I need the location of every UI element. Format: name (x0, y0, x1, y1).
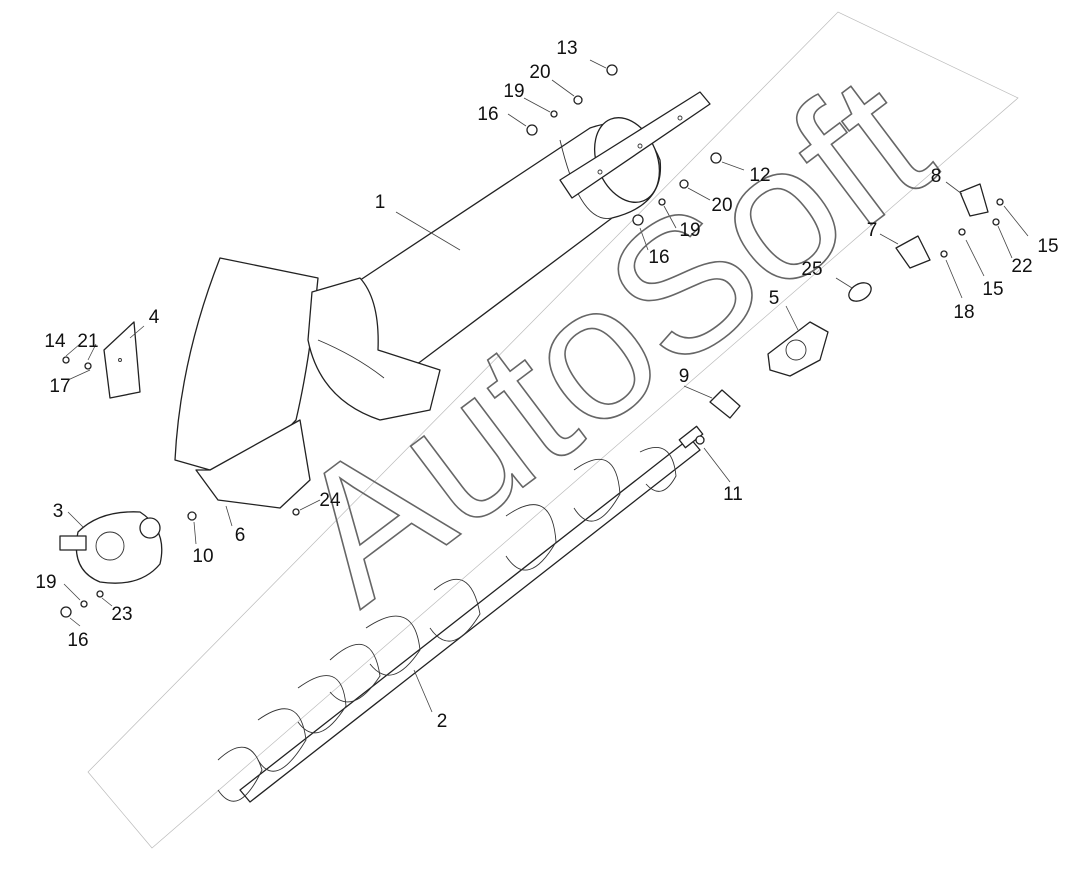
callout-15-a: 15 (1037, 236, 1058, 257)
callout-19-a: 19 (503, 81, 524, 102)
callout-7: 7 (867, 220, 878, 241)
callout-20-b: 20 (711, 195, 732, 216)
callout-14: 14 (44, 331, 66, 352)
nut-16c-icon (60, 606, 72, 618)
callout-1: 1 (375, 192, 386, 213)
callout-25: 25 (801, 259, 822, 280)
bolt-12-icon (710, 152, 722, 164)
callout-16-a: 16 (477, 104, 498, 125)
callout-11: 11 (723, 484, 743, 505)
callout-24: 24 (319, 490, 341, 511)
callout-16-b: 16 (648, 247, 669, 268)
callout-22: 22 (1011, 256, 1032, 277)
nut-15-icon (996, 198, 1004, 206)
callout-12: 12 (749, 165, 770, 186)
callout-23: 23 (111, 604, 132, 625)
washer-20-icon (573, 95, 583, 105)
washer-19-icon (550, 110, 558, 118)
callout-13: 13 (556, 38, 577, 59)
callout-10: 10 (192, 546, 213, 567)
part-9-plate (709, 389, 741, 419)
callout-17: 17 (49, 376, 70, 397)
washer-19b-icon (658, 198, 666, 206)
pin-24-icon (292, 508, 300, 516)
callout-19-b: 19 (679, 220, 700, 241)
callout-9: 9 (679, 366, 690, 387)
assembly-frame (87, 11, 1019, 849)
part-3-gearbox (59, 511, 163, 584)
part-25-seal (848, 282, 872, 302)
fasteners (60, 64, 1004, 618)
top-bracket-strip (559, 91, 711, 199)
nut-16-icon (526, 124, 538, 136)
washer-18-icon (940, 250, 948, 258)
washer-20b-icon (679, 179, 689, 189)
washer-23-icon (96, 590, 104, 598)
callout-15-b: 15 (982, 279, 1003, 300)
callout-3: 3 (53, 501, 64, 522)
callout-labels: 1 2 3 4 5 6 7 8 9 10 11 12 13 14 15 15 1… (35, 38, 1058, 732)
callout-5: 5 (769, 288, 780, 309)
bolt-11-icon (695, 435, 705, 445)
callout-21: 21 (77, 331, 98, 352)
washer-19c-icon (80, 600, 88, 608)
part-5-bearing-flange (767, 321, 829, 377)
part-6-housing (174, 257, 441, 509)
bolt-10-icon (187, 511, 197, 521)
washer-15-icon (958, 228, 966, 236)
callout-2: 2 (437, 711, 448, 732)
part-7-bearing-housing (895, 235, 931, 269)
bolt-13-icon (606, 64, 618, 76)
washer-21-icon (84, 362, 92, 370)
callout-20-a: 20 (529, 62, 550, 83)
part-4-cover-plate (103, 321, 141, 399)
callout-8: 8 (931, 166, 942, 187)
nut-14-icon (62, 356, 70, 364)
washer-22-icon (992, 218, 1000, 226)
callout-16-c: 16 (67, 630, 88, 651)
part-8-end-cap (959, 183, 989, 217)
leader-lines (63, 59, 1029, 713)
part-2-auger (217, 425, 704, 803)
nut-16b-icon (632, 214, 644, 226)
callout-18: 18 (953, 302, 974, 323)
callout-6: 6 (235, 525, 246, 546)
callout-19-c: 19 (35, 572, 56, 593)
callout-4: 4 (149, 307, 160, 328)
